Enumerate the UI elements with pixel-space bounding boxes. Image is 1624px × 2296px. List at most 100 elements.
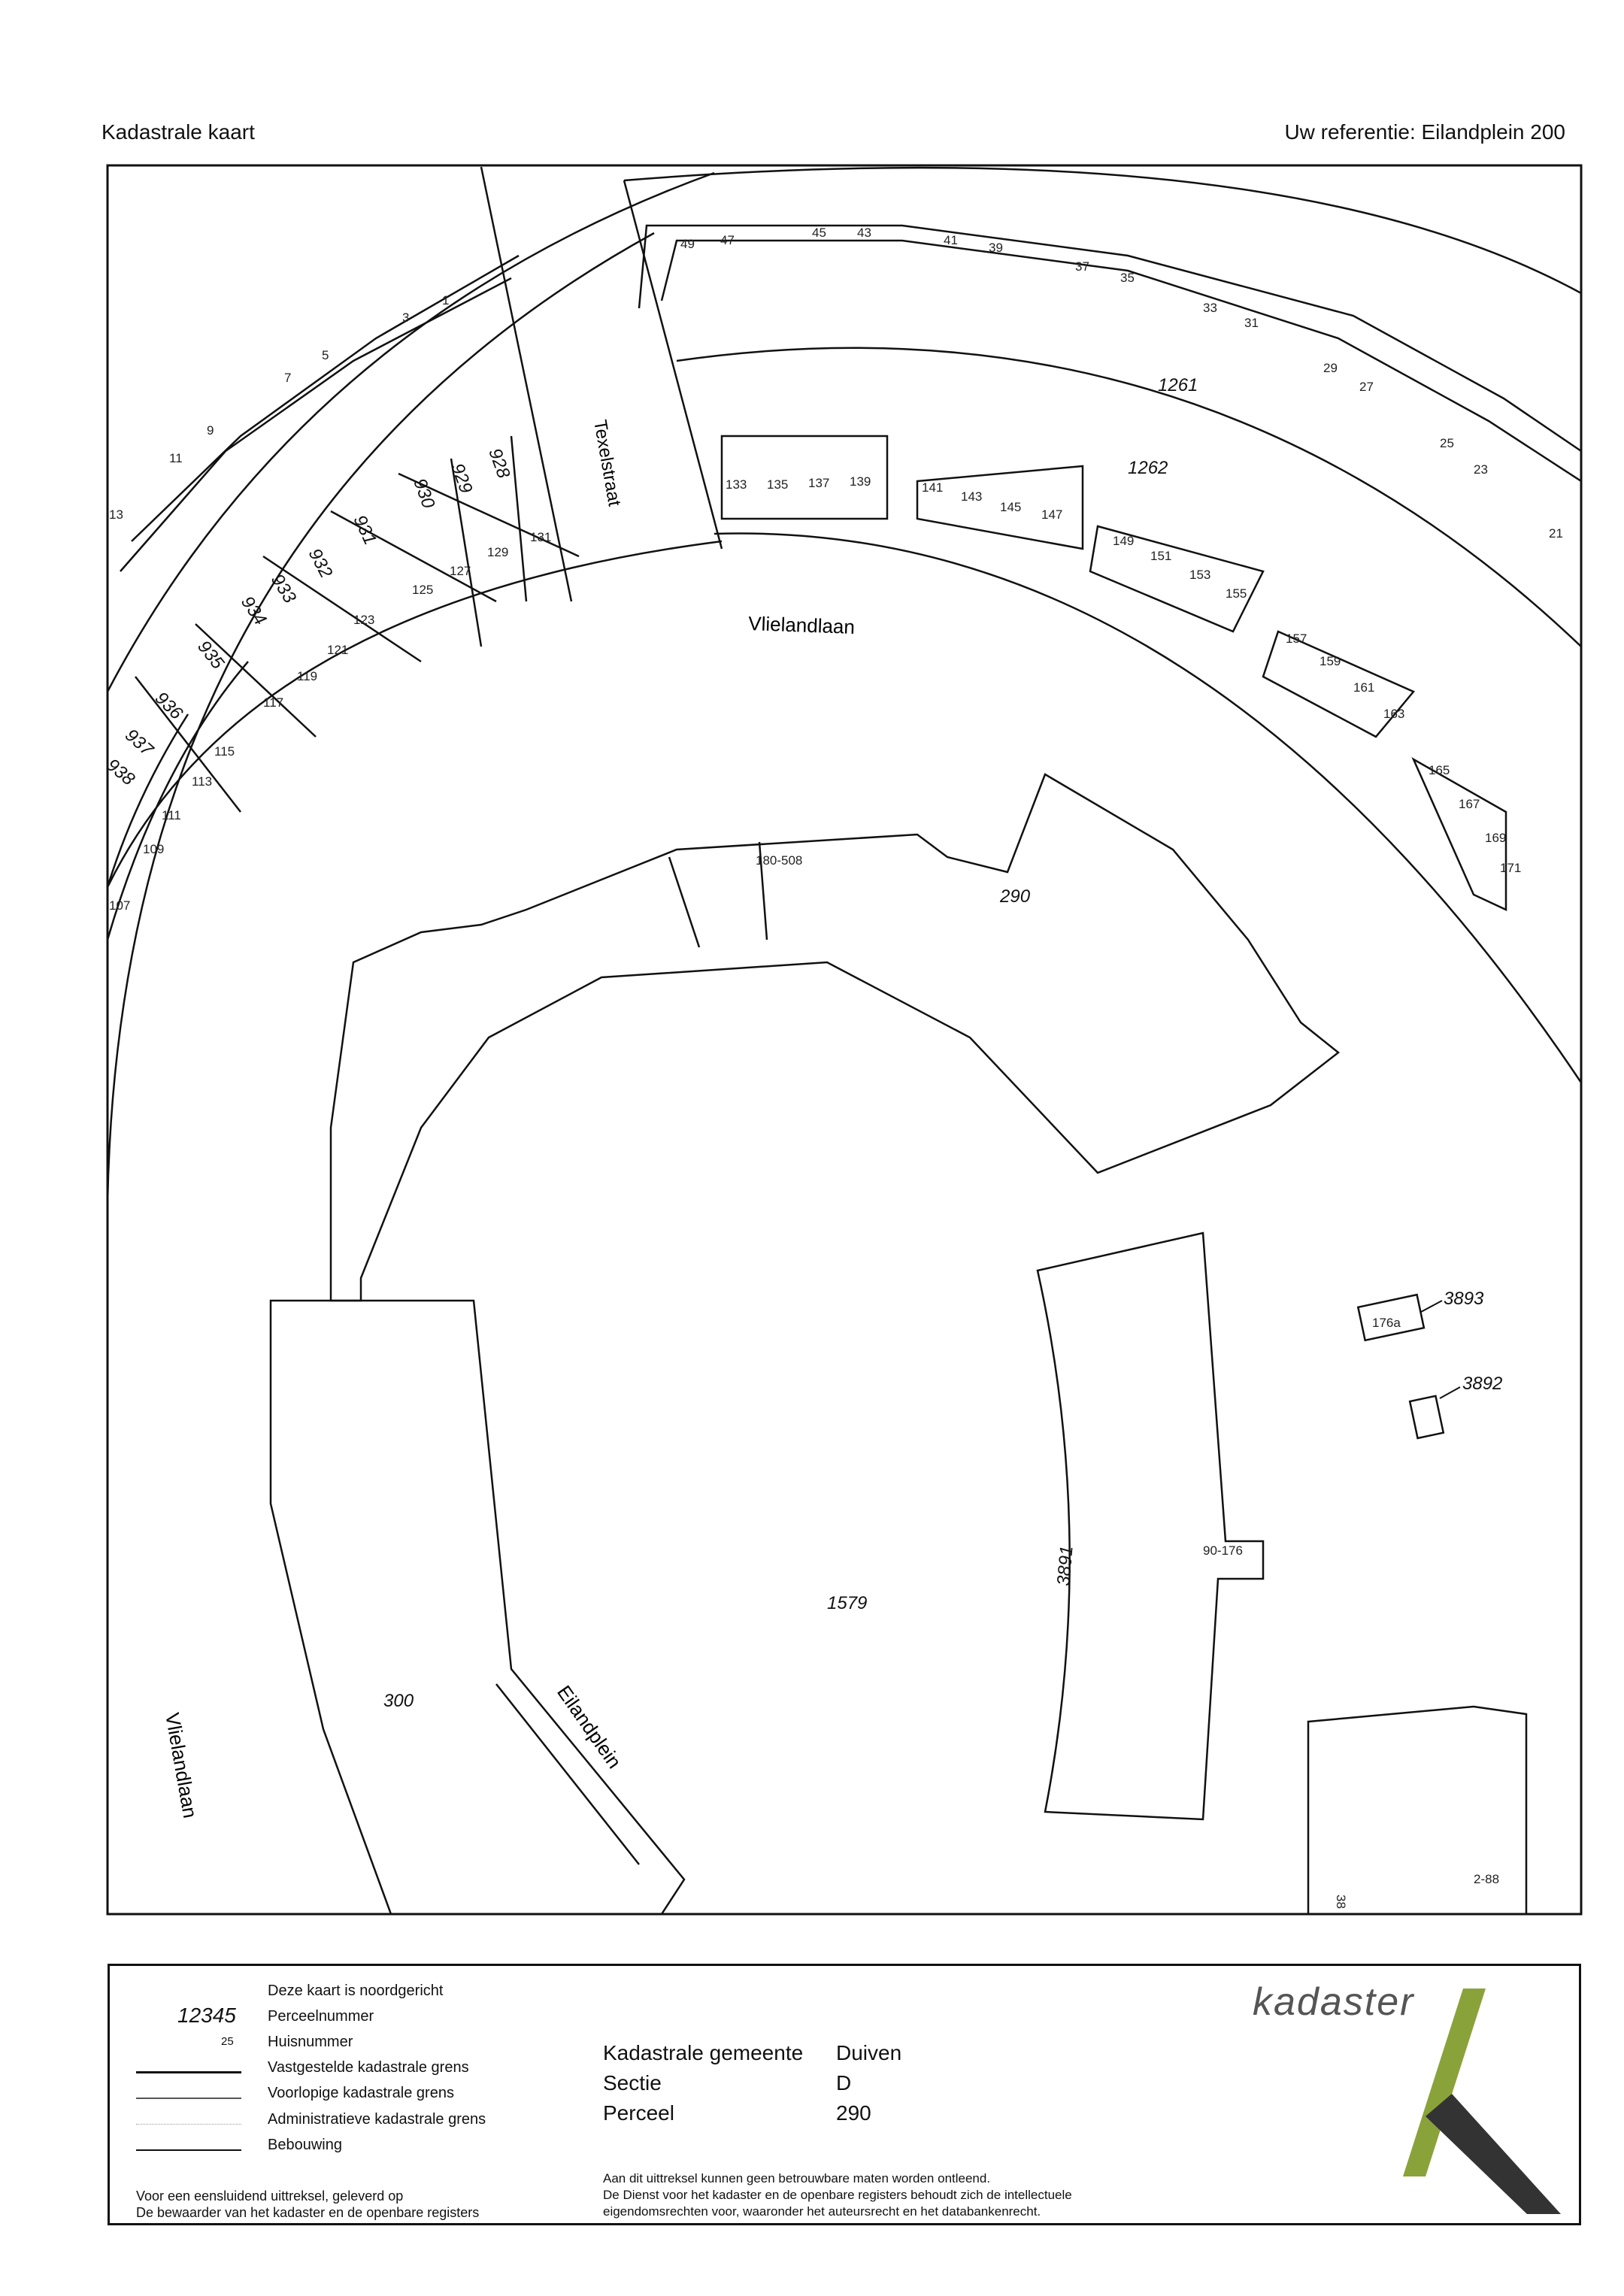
parcel-3891: 3891 — [1053, 1545, 1077, 1587]
parcel-300: 300 — [383, 1691, 414, 1711]
hn-1: 1 — [442, 293, 449, 307]
parcel-928: 928 — [484, 446, 514, 481]
map-frame — [106, 164, 1583, 1916]
parcel-933: 933 — [267, 571, 300, 607]
reference-label: Uw referentie: Eilandplein 200 — [1284, 120, 1565, 144]
hn-45: 45 — [812, 226, 826, 240]
legend-line1: Vastgestelde kadastrale grens — [268, 2059, 469, 2076]
parcel-1262: 1262 — [1128, 458, 1168, 478]
building-176a — [1356, 1293, 1426, 1342]
hn-123: 123 — [353, 613, 374, 627]
hn-47: 47 — [720, 233, 735, 247]
hn-149: 149 — [1113, 534, 1134, 548]
legend-line4: Bebouwing — [268, 2137, 342, 2153]
hn-41: 41 — [944, 233, 958, 247]
legend-line-fixed — [136, 2071, 241, 2073]
arc-outer — [623, 166, 1581, 295]
legend-panel: Deze kaart is noordgericht 12345 Perceel… — [108, 1964, 1581, 2225]
hn-137: 137 — [808, 476, 829, 490]
label-2-88: 2-88 — [1474, 1872, 1499, 1886]
parcel-3892: 3892 — [1462, 1374, 1502, 1394]
street-vlielandlaan-west: Vlielandlaan — [161, 1711, 201, 1820]
hn-9: 9 — [207, 423, 214, 438]
hn-151: 151 — [1150, 549, 1171, 563]
hn-147: 147 — [1041, 507, 1062, 522]
hn-117: 117 — [263, 695, 283, 710]
hn-159: 159 — [1320, 654, 1341, 668]
info-gemeente-label: Kadastrale gemeente — [603, 2041, 804, 2064]
building-3892 — [1408, 1395, 1445, 1440]
parcel-290: 290 — [999, 886, 1031, 907]
hn-29: 29 — [1323, 361, 1338, 375]
legend-house-label: Huisnummer — [268, 2034, 353, 2050]
parcel-3893: 3893 — [1444, 1289, 1484, 1309]
disclaimer-1: Aan dit uittreksel kunnen geen betrouwba… — [603, 2171, 991, 2185]
legend-parcel-sample: 12345 — [177, 2004, 236, 2027]
hn-23: 23 — [1474, 462, 1488, 477]
kadaster-logo-icon — [1403, 1989, 1561, 2214]
arc-middle — [676, 347, 1581, 647]
hn-37: 37 — [1075, 259, 1089, 274]
parcel-1261: 1261 — [1158, 375, 1198, 395]
legend-north: Deze kaart is noordgericht — [268, 1982, 444, 1999]
kadaster-logo-text: kadaster — [1253, 1980, 1415, 2024]
parcel-1579: 1579 — [827, 1593, 867, 1613]
parcel-936: 936 — [151, 688, 187, 724]
legend-line-admin — [136, 2124, 241, 2125]
legend-line-provisional — [136, 2098, 241, 2099]
hn-109: 109 — [143, 842, 164, 856]
legend-line-building — [136, 2149, 241, 2151]
hn-127: 127 — [450, 564, 471, 578]
street-vlielandlaan: Vlielandlaan — [748, 612, 856, 638]
info-perceel-label: Perceel — [603, 2101, 674, 2125]
hn-155: 155 — [1226, 586, 1247, 601]
arc-nw-outer — [108, 171, 715, 692]
hn-165: 165 — [1429, 763, 1450, 777]
arc-sw-inner — [108, 232, 655, 1914]
hn-7: 7 — [284, 371, 291, 385]
map-title: Kadastrale kaart — [102, 120, 255, 144]
legend-footer1: Voor een eensluidend uittreksel, gelever… — [136, 2188, 404, 2204]
hn-5: 5 — [322, 348, 329, 362]
hn-115: 115 — [214, 744, 235, 759]
hn-157: 157 — [1286, 632, 1307, 646]
hn-161: 161 — [1353, 680, 1374, 695]
legend-house-sample: 25 — [221, 2035, 234, 2048]
hn-121: 121 — [327, 643, 348, 657]
hn-169: 169 — [1485, 831, 1506, 845]
hn-135: 135 — [767, 477, 788, 492]
legend-parcel-label: Perceelnummer — [268, 2008, 374, 2025]
parcel-929: 929 — [447, 461, 476, 496]
hn-107: 107 — [109, 898, 130, 913]
label-176a: 176a — [1372, 1316, 1401, 1330]
parcel-932: 932 — [304, 545, 337, 581]
hn-167: 167 — [1459, 797, 1480, 811]
hn-11: 11 — [169, 451, 183, 465]
hn-171: 171 — [1500, 861, 1521, 875]
hn-133: 133 — [726, 477, 747, 492]
hn-131: 131 — [530, 530, 551, 544]
info-perceel-value: 290 — [836, 2101, 871, 2125]
parcel-935: 935 — [193, 637, 228, 674]
parcel-931: 931 — [350, 512, 380, 548]
hn-125: 125 — [412, 583, 433, 597]
hn-21: 21 — [1549, 526, 1563, 541]
hn-43: 43 — [857, 226, 871, 240]
label-180-508: 180-508 — [756, 853, 802, 868]
parcel-930: 930 — [409, 476, 438, 511]
street-eilandplein: Eilandplein — [553, 1681, 626, 1772]
hn-49: 49 — [680, 237, 695, 251]
hn-145: 145 — [1000, 500, 1021, 514]
disclaimer-3: eigendomsrechten voor, waaronder het aut… — [603, 2204, 1041, 2219]
parcel-937: 937 — [121, 725, 158, 761]
hn-13: 13 — [109, 507, 123, 522]
info-sectie-value: D — [836, 2071, 852, 2095]
hn-39: 39 — [989, 241, 1003, 255]
disclaimer-2: De Dienst voor het kadaster en de openba… — [603, 2188, 1072, 2202]
hn-33: 33 — [1203, 301, 1217, 315]
label-38: 38 — [1334, 1895, 1348, 1909]
hn-129: 129 — [487, 545, 508, 559]
hn-35: 35 — [1120, 271, 1135, 285]
hn-27: 27 — [1359, 380, 1374, 394]
